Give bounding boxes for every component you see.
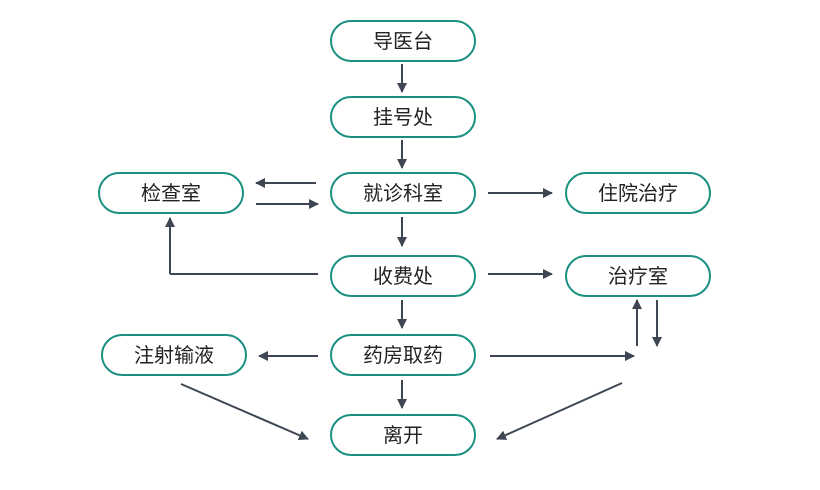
node-cashier: 收费处 [330, 255, 476, 297]
arrow-therapy-to-leave [496, 382, 623, 440]
node-pharmacy: 药房取药 [330, 334, 476, 376]
node-hospitalization: 住院治疗 [565, 172, 711, 214]
node-leave: 离开 [330, 414, 476, 456]
node-registration: 挂号处 [330, 96, 476, 138]
node-consultation: 就诊科室 [330, 172, 476, 214]
node-guide-desk: 导医台 [330, 20, 476, 62]
node-treatment-room: 治疗室 [565, 255, 711, 297]
node-infusion: 注射输液 [101, 334, 247, 376]
arrow-infusion-to-leave [180, 383, 309, 441]
node-examination: 检查室 [98, 172, 244, 214]
